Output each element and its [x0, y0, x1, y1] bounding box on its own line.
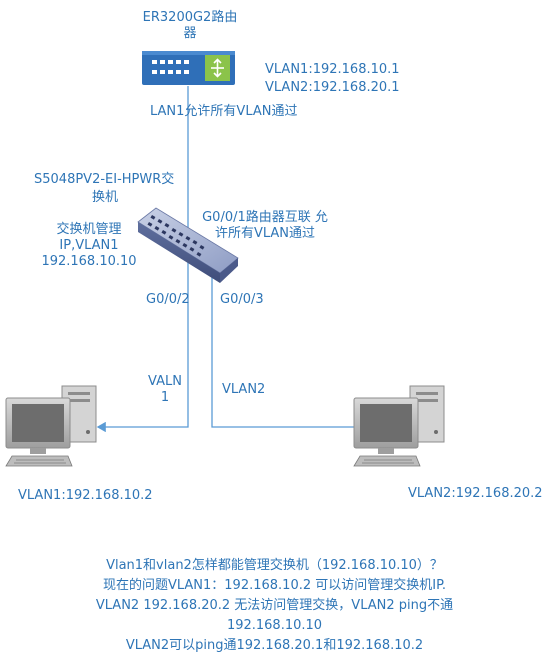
router-name: ER3200G2路由 器	[140, 10, 240, 42]
switch-uplink-line1: G0/0/1路由器互联 允	[202, 210, 328, 225]
link-left-line1: VALN	[148, 374, 182, 389]
switch-uplink-note: G0/0/1路由器互联 允 许所有VLAN通过	[190, 210, 340, 242]
pc-right-ip: VLAN2:192.168.20.2	[408, 486, 543, 501]
question-block: Vlan1和vlan2怎样都能管理交换机（192.168.10.10）？ 现在的…	[0, 556, 549, 656]
switch-mgmt-line2: IP,VLAN1	[59, 238, 119, 253]
connection-lines	[96, 86, 354, 433]
switch-icon	[137, 207, 239, 283]
switch-port-right: G0/0/3	[220, 292, 264, 307]
switch-model-line1: S5048PV2-EI-HPWR交	[34, 172, 175, 187]
link-left-vlan: VALN 1	[140, 374, 190, 406]
router-name-line2: 器	[183, 26, 197, 41]
router-icon	[142, 51, 235, 85]
router-ip-vlan1: VLAN1:192.168.10.1	[265, 62, 400, 77]
question-line2: 现在的问题VLAN1：192.168.10.2 可以访问管理交换机IP.	[102, 578, 447, 593]
switch-mgmt-ip: 交换机管理 IP,VLAN1 192.168.10.10	[34, 222, 144, 270]
router-name-line1: ER3200G2路由	[142, 10, 238, 25]
router-arrows-icon	[211, 58, 224, 78]
link-right-vlan: VLAN2	[222, 382, 266, 397]
switch-mgmt-line1: 交换机管理	[56, 222, 122, 237]
question-line4: 192.168.10.10	[226, 618, 323, 633]
pc-left-ip: VLAN1:192.168.10.2	[18, 488, 153, 503]
switch-port-left: G0/0/2	[146, 292, 190, 307]
switch-model-line2: 换机	[92, 190, 119, 205]
pc-left-icon	[5, 385, 97, 467]
question-line3: VLAN2 192.168.20.2 无法访问管理交换，VLAN2 ping不通	[95, 598, 454, 613]
link-left-line2: 1	[160, 390, 170, 405]
switch-mgmt-line3: 192.168.10.10	[41, 254, 137, 269]
pc-right-icon	[353, 385, 445, 467]
router-port-leds	[152, 60, 189, 74]
switch-port-row	[147, 215, 205, 257]
router-ip-vlan2: VLAN2:192.168.20.1	[265, 80, 400, 95]
switch-pc1-link	[96, 262, 189, 433]
switch-uplink-line2: 许所有VLAN通过	[214, 226, 316, 241]
question-line5: VLAN2可以ping通192.168.20.1和192.168.10.2	[125, 638, 424, 653]
router-lan-note: LAN1允许所有VLAN通过	[150, 104, 298, 119]
switch-pc2-link	[211, 272, 354, 428]
question-line1: Vlan1和vlan2怎样都能管理交换机（192.168.10.10）？	[106, 558, 443, 573]
